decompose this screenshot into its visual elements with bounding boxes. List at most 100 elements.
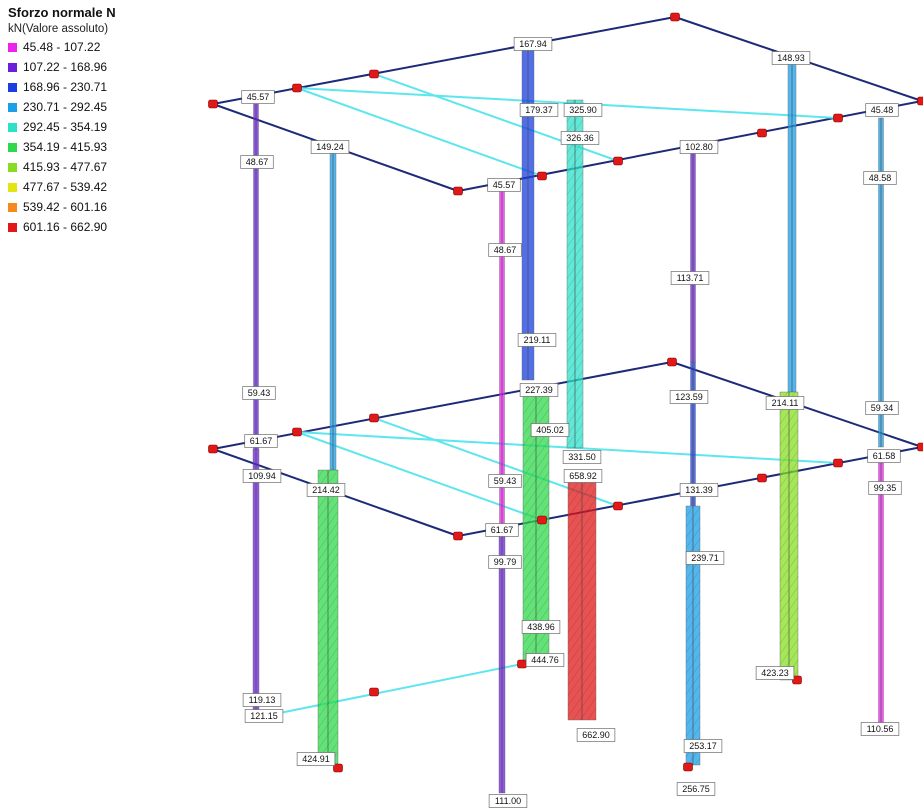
node-marker xyxy=(792,675,802,685)
value-label-box xyxy=(241,90,275,104)
value-label: 119.13 xyxy=(249,695,276,705)
legend-swatch xyxy=(8,142,17,152)
value-label: 48.67 xyxy=(246,157,269,167)
value-label: 59.34 xyxy=(871,403,894,413)
value-label: 121.15 xyxy=(250,711,278,721)
node-marker xyxy=(917,442,923,452)
value-label: 99.79 xyxy=(494,557,517,567)
node-marker xyxy=(369,413,379,423)
value-label: 148.93 xyxy=(777,53,805,63)
value-label: 214.11 xyxy=(772,398,799,408)
legend-item: 292.45 - 354.19 xyxy=(8,117,116,137)
beam-line xyxy=(296,87,543,177)
legend-swatch xyxy=(8,182,17,192)
value-label: 102.80 xyxy=(685,142,713,152)
value-label: 179.37 xyxy=(525,105,553,115)
value-label: 109.94 xyxy=(248,471,276,481)
value-label: 658.92 xyxy=(569,471,597,481)
value-label: 48.67 xyxy=(494,245,517,255)
value-label: 59.43 xyxy=(248,388,271,398)
value-label-box xyxy=(519,103,559,117)
legend-label: 601.16 - 662.90 xyxy=(23,220,108,234)
value-label-box xyxy=(513,37,553,51)
value-label: 110.56 xyxy=(867,724,894,734)
node-marker xyxy=(670,12,680,22)
node-marker xyxy=(453,186,463,196)
value-label-box xyxy=(868,481,902,495)
value-label: 424.91 xyxy=(302,754,330,764)
value-label-box xyxy=(860,722,900,736)
node-marker xyxy=(333,763,343,773)
node-marker xyxy=(757,128,767,138)
legend-item: 45.48 - 107.22 xyxy=(8,37,116,57)
node-marker xyxy=(517,659,527,669)
node-marker xyxy=(613,501,623,511)
node-marker xyxy=(757,473,767,483)
legend-swatch xyxy=(8,102,17,112)
value-label: 59.43 xyxy=(494,476,517,486)
node-marker xyxy=(453,531,463,541)
nodes xyxy=(208,12,923,773)
legend-label: 45.48 - 107.22 xyxy=(23,40,101,54)
value-label-box xyxy=(867,449,901,463)
value-label: 219.11 xyxy=(524,335,551,345)
value-label-box xyxy=(517,333,557,347)
node-marker xyxy=(917,96,923,106)
legend-swatch xyxy=(8,122,17,132)
legend-swatch xyxy=(8,202,17,212)
value-label-box xyxy=(685,551,725,565)
value-label-box xyxy=(755,666,795,680)
value-label-box xyxy=(519,383,559,397)
value-label: 149.24 xyxy=(316,142,344,152)
value-label-box xyxy=(487,178,521,192)
value-label: 438.96 xyxy=(527,622,555,632)
value-label: 227.39 xyxy=(525,385,553,395)
value-label: 45.57 xyxy=(493,180,516,190)
node-marker xyxy=(537,171,547,181)
legend: Sforzo normale N kN(Valore assoluto) 45.… xyxy=(8,4,116,237)
value-label-box xyxy=(563,103,603,117)
legend-item: 477.67 - 539.42 xyxy=(8,177,116,197)
value-label-box xyxy=(244,434,278,448)
value-label-box xyxy=(670,271,710,285)
value-label: 253.17 xyxy=(689,741,717,751)
value-label: 61.67 xyxy=(491,525,514,535)
node-marker xyxy=(833,458,843,468)
value-label: 99.35 xyxy=(874,483,897,493)
legend-label: 168.96 - 230.71 xyxy=(23,80,108,94)
node-marker xyxy=(667,357,677,367)
value-label-box xyxy=(676,782,716,796)
node-marker xyxy=(369,69,379,79)
value-label-box xyxy=(865,401,899,415)
value-label: 123.59 xyxy=(675,392,703,402)
value-label-box xyxy=(562,450,602,464)
value-label-box xyxy=(683,739,723,753)
value-label-box xyxy=(242,469,282,483)
value-label-box xyxy=(488,794,528,808)
value-label-box xyxy=(296,752,336,766)
legend-swatch xyxy=(8,82,17,92)
columns xyxy=(252,49,884,794)
value-label-box xyxy=(863,171,897,185)
value-label-box xyxy=(488,555,522,569)
legend-item: 230.71 - 292.45 xyxy=(8,97,116,117)
beam-line xyxy=(254,663,523,719)
value-label: 326.36 xyxy=(566,133,594,143)
legend-item: 415.93 - 477.67 xyxy=(8,157,116,177)
legend-label: 477.67 - 539.42 xyxy=(23,180,108,194)
node-marker xyxy=(208,444,218,454)
value-label-box xyxy=(240,155,274,169)
node-marker xyxy=(292,83,302,93)
beam-line xyxy=(212,361,673,450)
value-label: 131.39 xyxy=(685,485,713,495)
node-marker xyxy=(292,427,302,437)
value-label: 423.23 xyxy=(761,668,789,678)
legend-title: Sforzo normale N xyxy=(8,5,116,20)
value-label-box xyxy=(306,483,346,497)
value-label-box xyxy=(669,390,709,404)
legend-item: 601.16 - 662.90 xyxy=(8,217,116,237)
value-label: 444.76 xyxy=(531,655,559,665)
value-label-box xyxy=(242,693,282,707)
value-label-box xyxy=(865,103,899,117)
value-label: 113.71 xyxy=(677,273,704,283)
